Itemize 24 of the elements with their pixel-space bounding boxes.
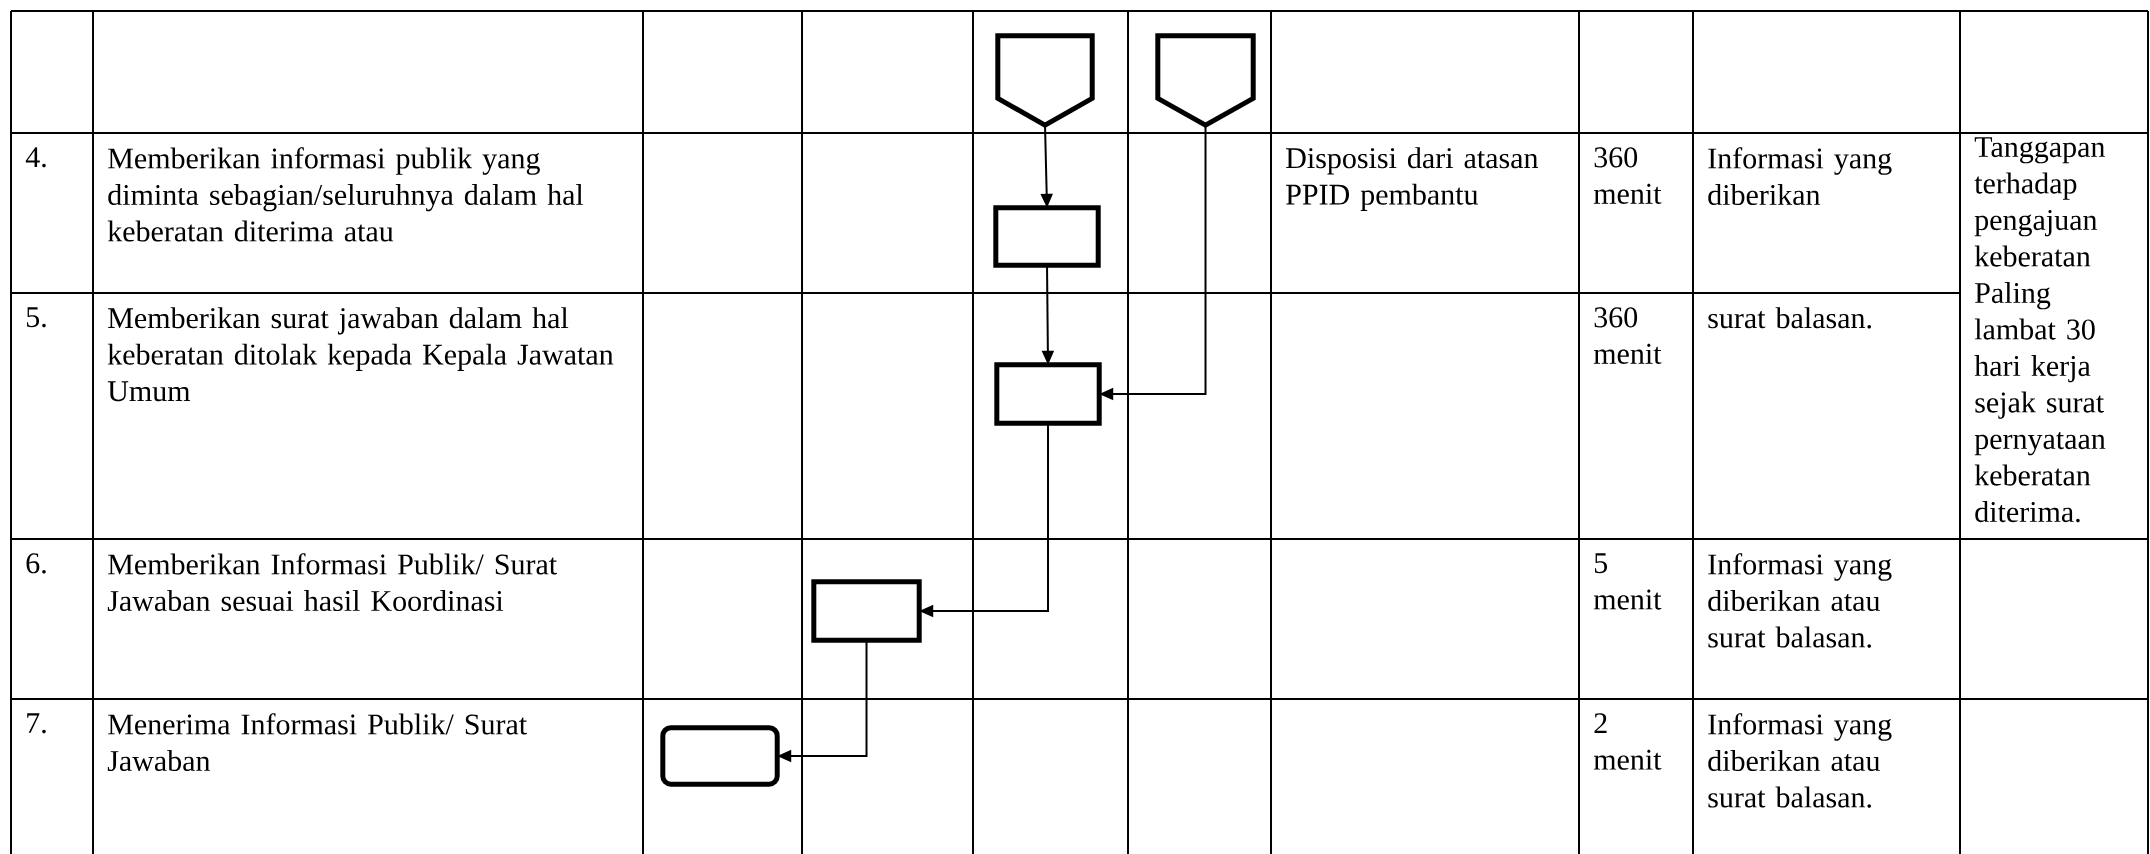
step-description: Menerima Informasi Publik/ Surat Jawaban <box>107 713 527 772</box>
step-description: Memberikan informasi publik yang diminta sebagian/seluruhnya dalam hal keberatan diterima atau <box>107 147 584 242</box>
process-box <box>993 205 1101 268</box>
output-text: surat balasan. <box>1708 307 1871 329</box>
process-box <box>994 362 1102 426</box>
row-number: 6. <box>26 553 46 574</box>
terminator-shape <box>660 725 780 787</box>
process-box <box>811 579 922 643</box>
duration-text: 360 menit <box>1593 307 1662 364</box>
duration-text: 360 menit <box>1593 147 1662 204</box>
row-number: 7. <box>27 713 46 734</box>
output-text: Informasi yang diberikan atau surat balasan. <box>1708 553 1892 648</box>
duration-text: 5 menit <box>1593 553 1662 610</box>
offpage-connector <box>1155 33 1256 129</box>
output-text: Informasi yang diberikan atau surat balasan. <box>1708 713 1892 808</box>
row-number: 4. <box>25 147 46 168</box>
offpage-connector <box>995 33 1095 129</box>
output-text: Informasi yang diberikan <box>1708 147 1892 206</box>
duration-text: 2 menit <box>1593 713 1662 770</box>
step-description: Memberikan surat jawaban dalam hal keberatan ditolak kepada Kepala Jawatan Umum <box>107 307 614 402</box>
row-number: 5. <box>26 307 46 328</box>
note-text: Tanggapan terhadap pengajuan keberatan Paling lambat 30 hari kerja sejak surat pernyataan keberatan diterima. <box>1974 137 2106 523</box>
requirement-text: Disposisi dari atasan PPID pembantu <box>1286 147 1539 211</box>
step-description: Memberikan Informasi Publik/ Surat Jawaban sesuai hasil Koordinasi <box>107 553 557 612</box>
